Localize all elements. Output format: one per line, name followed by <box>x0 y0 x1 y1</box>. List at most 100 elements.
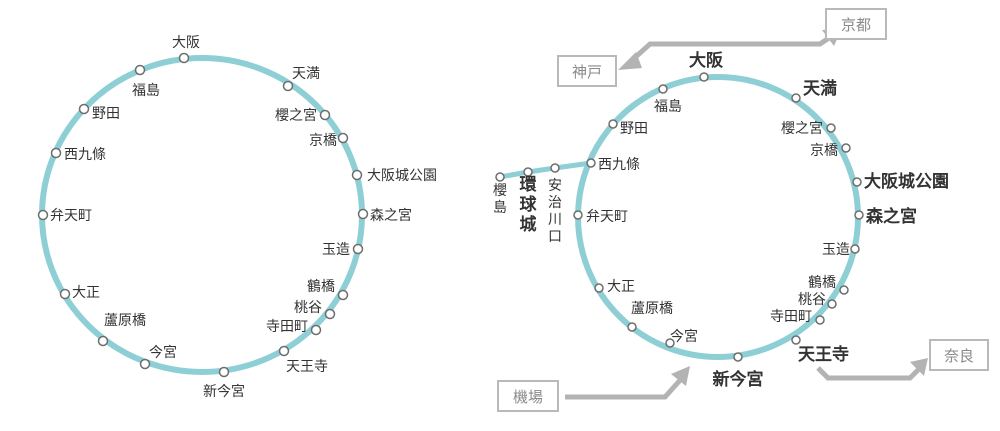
left-station-marker <box>59 288 71 300</box>
right-station-label: 大正 <box>607 279 635 295</box>
left-station-marker <box>310 324 322 336</box>
left-station-marker <box>218 366 230 378</box>
right-station-marker <box>854 210 864 220</box>
right-station-label: 寺田町 <box>770 309 812 325</box>
left-station-marker <box>319 109 331 121</box>
branch-station-marker <box>523 167 533 177</box>
right-station-label: 京橋 <box>810 143 838 159</box>
right-station-marker <box>627 322 637 332</box>
left-station-label: 今宮 <box>149 345 177 361</box>
left-station-label: 森之宮 <box>370 208 412 224</box>
left-station-marker <box>50 147 62 159</box>
right-station-marker <box>826 123 836 133</box>
right-station-label: 大阪 <box>689 50 723 71</box>
right-station-label: 蘆原橋 <box>631 301 673 317</box>
left-station-label: 大阪 <box>172 35 200 51</box>
right-station-marker <box>815 315 825 325</box>
nara-arrow <box>816 366 922 381</box>
left-station-marker <box>78 103 90 115</box>
left-station-marker <box>337 132 349 144</box>
right-station-label: 今宮 <box>670 329 698 345</box>
left-station-label: 寺田町 <box>266 319 308 335</box>
left-station-marker <box>337 289 349 301</box>
branch-station-label: 安治川口 <box>548 178 562 245</box>
right-station-marker <box>608 119 618 129</box>
left-station-marker <box>97 335 109 347</box>
left-station-marker <box>282 80 294 92</box>
left-station-marker <box>139 358 151 370</box>
left-station-marker <box>278 345 290 357</box>
sakurajima-branch-line <box>499 160 592 180</box>
left-station-marker <box>324 308 336 320</box>
airport-arrow <box>565 376 684 400</box>
right-station-label: 玉造 <box>822 242 850 258</box>
kobe-arrow-head <box>618 52 642 70</box>
branch-station-label: 櫻島 <box>493 182 507 216</box>
right-station-label: 天満 <box>803 78 837 99</box>
left-station-label: 西九條 <box>64 147 106 163</box>
kobe-box: 神戸 <box>557 55 617 87</box>
left-station-marker <box>352 243 364 255</box>
left-station-marker <box>178 52 190 64</box>
right-station-marker <box>594 283 604 293</box>
right-station-marker <box>791 335 801 345</box>
kyoto-box: 京都 <box>825 8 887 40</box>
branch-station-marker <box>550 163 560 173</box>
left-station-marker <box>351 169 363 181</box>
airport-arrow-head <box>671 366 690 386</box>
right-station-label: 新今宮 <box>713 369 764 390</box>
right-station-label: 野田 <box>620 121 648 137</box>
nara-arrow-head <box>910 358 928 376</box>
right-station-marker <box>791 93 801 103</box>
right-station-label: 西九條 <box>598 157 640 173</box>
left-station-label: 新今宮 <box>203 384 245 400</box>
right-loop-map: 京都 神戸 奈良 機場 大阪天満櫻之宮京橋大阪城公園森之宮玉造鶴橋桃谷寺田町天王… <box>493 8 989 412</box>
right-station-label: 大阪城公園 <box>864 171 949 192</box>
right-station-label: 弁天町 <box>586 209 628 225</box>
branch-station-marker <box>495 172 505 182</box>
right-station-marker <box>827 299 837 309</box>
left-station-label: 天王寺 <box>286 359 328 375</box>
left-station-label: 福島 <box>132 83 160 99</box>
left-station-label: 野田 <box>92 106 120 122</box>
right-station-label: 天王寺 <box>798 344 849 365</box>
right-station-marker <box>658 84 668 94</box>
right-station-marker <box>586 158 596 168</box>
left-station-label: 桃谷 <box>294 300 322 316</box>
branch-station-label: 環球城 <box>520 175 538 235</box>
left-station-label: 櫻之宮 <box>275 107 317 124</box>
airport-label: 機場 <box>513 388 543 406</box>
left-station-label: 弁天町 <box>50 208 92 224</box>
right-station-marker <box>665 338 675 348</box>
left-station-label: 蘆原橋 <box>104 313 146 329</box>
left-station-marker <box>134 64 146 76</box>
left-station-label: 玉造 <box>322 242 350 258</box>
left-station-label: 天満 <box>292 66 320 82</box>
right-station-marker <box>573 210 583 220</box>
left-station-label: 大正 <box>72 285 100 301</box>
right-station-label: 桃谷 <box>798 292 826 308</box>
right-station-marker <box>852 177 862 187</box>
left-station-label: 京橋 <box>309 133 337 149</box>
airport-box: 機場 <box>497 380 559 412</box>
right-station-label: 鶴橋 <box>808 274 836 291</box>
right-station-label: 櫻之宮 <box>781 120 823 137</box>
kobe-label: 神戸 <box>572 63 602 81</box>
left-station-marker <box>37 209 49 221</box>
right-station-marker <box>850 244 860 254</box>
nara-label: 奈良 <box>944 347 974 365</box>
right-station-label: 森之宮 <box>866 206 917 227</box>
right-station-marker <box>699 72 709 82</box>
right-station-marker <box>839 285 849 295</box>
right-station-label: 福島 <box>654 99 682 115</box>
left-station-label: 鶴橋 <box>307 278 335 295</box>
kobe-kyoto-arrow <box>628 33 834 64</box>
left-station-marker <box>357 208 369 220</box>
right-station-marker <box>841 143 851 153</box>
left-station-label: 大阪城公園 <box>367 168 437 184</box>
right-station-marker <box>733 352 743 362</box>
nara-box: 奈良 <box>929 339 989 371</box>
kyoto-label: 京都 <box>841 16 871 34</box>
